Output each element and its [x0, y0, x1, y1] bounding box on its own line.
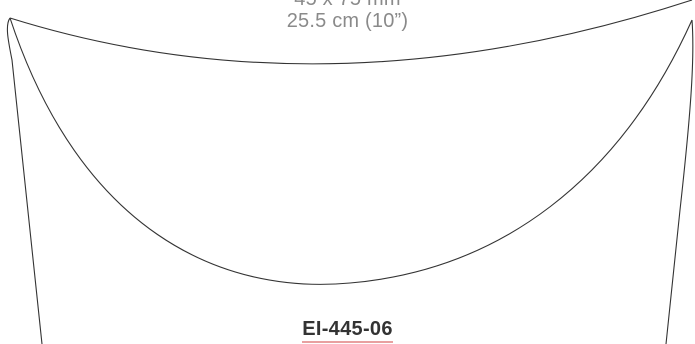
dimension-cm-label: 25.5 cm (10”): [286, 10, 409, 32]
left-side-wall: [6, 17, 43, 344]
right-side-wall: [665, 19, 694, 344]
bowl-deep-curve: [9, 17, 693, 285]
rim-top-curve: [9, 0, 693, 65]
dimension-mm-label: 45 x 75 mm: [0, 0, 695, 11]
part-code-text: EI-445-06: [302, 318, 393, 343]
part-code-label: EI-445-06: [0, 318, 695, 343]
